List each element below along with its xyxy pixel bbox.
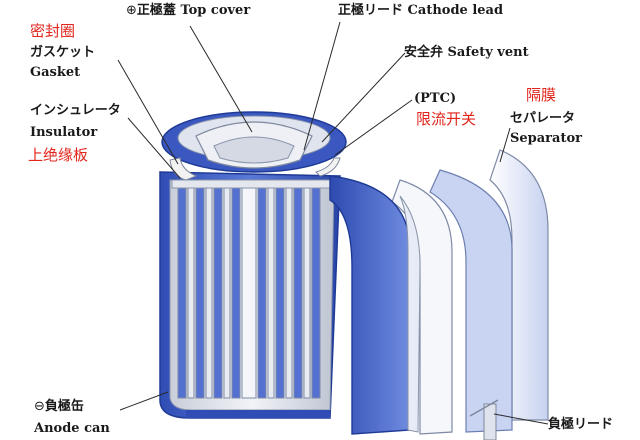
cathode-sheet xyxy=(329,175,411,435)
positive-terminal-icon: ⊕ xyxy=(126,3,137,18)
label-top-cover: ⊕正極蓋 Top cover xyxy=(126,3,251,18)
separator-sheet-outer xyxy=(489,149,549,421)
negative-terminal-icon: ⊖ xyxy=(34,399,45,414)
label-insulator-jp: インシュレータ xyxy=(30,103,121,118)
label-separator-en: Separator xyxy=(510,131,582,146)
label-ptc: (PTC) xyxy=(414,91,457,106)
label-cathode-lead: 正極リード Cathode lead xyxy=(338,3,504,18)
jelly-roll-layers xyxy=(177,185,321,399)
anode-lead-tab xyxy=(483,403,497,440)
anode-sheet xyxy=(429,169,513,433)
label-safety-vent: 安全弁 Safety vent xyxy=(404,45,529,60)
leader-lines xyxy=(117,21,549,425)
label-anode-can-en: Anode can xyxy=(34,421,110,436)
label-insulator-cn: 上绝缘板 xyxy=(28,146,89,164)
label-gasket-jp: ガスケット xyxy=(30,45,96,60)
label-separator-jp: セパレータ xyxy=(510,111,576,126)
can-bottom xyxy=(186,410,330,418)
label-anode-can-jp: ⊖負極缶 xyxy=(34,399,84,414)
label-separator-cn: 隔膜 xyxy=(526,86,557,104)
label-anode-lead: 負極リード xyxy=(548,417,614,432)
label-ptc-cn: 限流开关 xyxy=(416,110,477,128)
label-gasket-cn: 密封圈 xyxy=(30,22,76,40)
label-gasket-en: Gasket xyxy=(30,65,81,80)
label-insulator-en: Insulator xyxy=(30,125,98,140)
insulator-plate xyxy=(171,179,335,189)
